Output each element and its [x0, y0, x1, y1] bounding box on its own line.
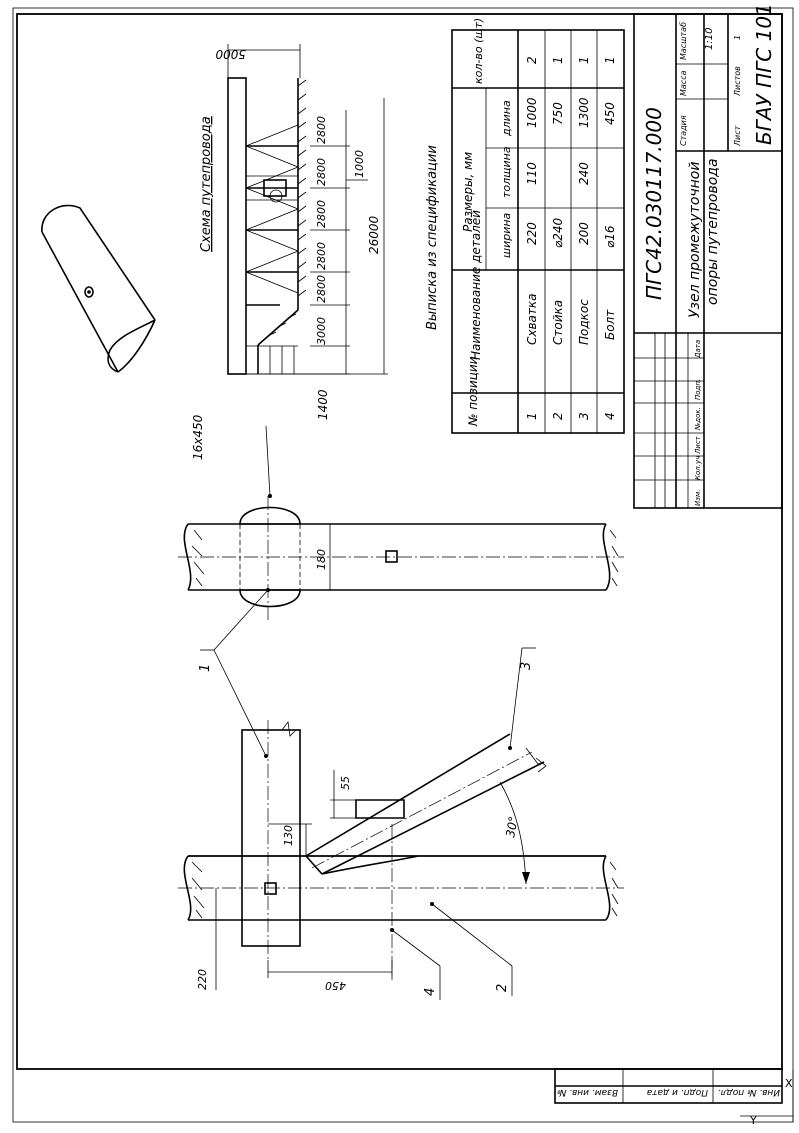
stage-label: Стадия	[679, 115, 688, 146]
callout-3: 3	[519, 662, 534, 670]
title-line-2: опоры путепровода	[705, 158, 721, 305]
spec-h-name: Наименование деталей	[469, 210, 483, 360]
spec-r4-name: Болт	[603, 309, 617, 340]
scheme-title: Схема путепровода	[199, 116, 214, 252]
spec-r3-name: Подкос	[577, 299, 591, 345]
dim-450: 450	[325, 979, 346, 992]
dim-1400: 1400	[316, 389, 330, 420]
sheet-label: Лист	[733, 125, 742, 147]
clamp-plan-view: 180 16x450	[178, 414, 624, 620]
inner-frame	[16, 13, 783, 1070]
corner-x: X	[785, 1077, 793, 1090]
spec-r2-qty: 1	[551, 56, 565, 64]
spec-title: Выписка из спецификации	[425, 145, 440, 330]
spec-h-pos: № позиции	[466, 356, 480, 427]
spec-r1-pos: 1	[525, 412, 539, 420]
spec-r3-pos: 3	[577, 412, 591, 420]
spec-r2-pos: 2	[551, 412, 565, 420]
stamp-h-5: Дата	[694, 340, 702, 359]
dim-2800-a: 2800	[315, 275, 328, 303]
dim-55: 55	[339, 776, 352, 790]
callout-2: 2	[495, 984, 510, 992]
spec-r3-thk: 240	[577, 162, 591, 185]
dim-130: 130	[282, 825, 295, 846]
dim-2800-e: 2800	[315, 116, 328, 144]
dim-3000: 3000	[315, 317, 328, 345]
dim-1000: 1000	[353, 150, 366, 178]
node-side-view: 55 130 220 450 30°	[178, 720, 624, 992]
spec-r4-len: 450	[603, 102, 617, 125]
spec-r3-width: 200	[577, 222, 591, 245]
spec-h-sizes: Размеры, мм	[461, 152, 475, 232]
spec-r4-qty: 1	[603, 56, 617, 64]
bolt-label: 16x450	[191, 414, 205, 460]
spec-table: № позиции Наименование деталей Размеры, …	[451, 18, 625, 434]
stamp-grid	[634, 333, 704, 508]
spec-r4-width: ⌀16	[603, 225, 617, 248]
stamp-inv: Инв. № подл.	[718, 1087, 780, 1097]
callout-1: 1	[198, 664, 213, 672]
scale-value: 1:10	[704, 28, 715, 50]
dim-2800-c: 2800	[315, 200, 328, 228]
half-log-sketch	[41, 204, 156, 373]
stamp-h-1: Кол.уч	[694, 456, 702, 480]
spec-r2-len: 750	[551, 102, 565, 125]
spec-r1-name: Схватка	[525, 294, 539, 346]
dim-2800-d: 2800	[315, 158, 328, 186]
title-block: ПГС42.030117.000 Узел промежуточной опор…	[633, 3, 783, 509]
callouts: 1 3 2 4	[198, 589, 536, 1000]
spec-r1-width: 220	[525, 222, 539, 245]
dim-220: 220	[196, 969, 209, 990]
callout-4: 4	[423, 988, 438, 996]
overpass-scheme: Схема путепровода	[199, 44, 388, 420]
stamp-h-3: №док.	[694, 407, 702, 431]
scale-label: Масштаб	[679, 22, 688, 60]
sheets-label: Листов	[733, 66, 742, 97]
dim-2800-b: 2800	[315, 242, 328, 270]
bottom-stamp: Инв. № подл. Подп. и дата Взам. инв. №	[554, 1068, 783, 1104]
spec-h-length: длина	[500, 100, 513, 137]
spec-h-qty: кол-во (шт)	[472, 18, 485, 84]
outer-frame	[12, 7, 794, 1123]
stamp-h-2: Лист	[694, 435, 702, 455]
spec-r4-pos: 4	[603, 412, 617, 420]
spec-r1-thk: 110	[525, 162, 539, 185]
spec-r1-qty: 2	[525, 56, 539, 64]
spec-h-width: ширина	[500, 212, 513, 258]
org-name: БГАУ ПГС 101	[752, 3, 776, 145]
stamp-repl: Взам. инв. №	[557, 1087, 618, 1097]
corner-marks: X Y	[740, 1070, 794, 1127]
spec-r3-qty: 1	[577, 56, 591, 64]
sheets-value: 1	[733, 35, 742, 40]
stamp-h-0: Изм.	[694, 490, 702, 506]
scheme-supports	[245, 124, 299, 375]
angle-30: 30°	[503, 815, 520, 838]
spec-h-thickness: толщина	[500, 146, 513, 198]
stamp-h-4: Подп.	[694, 379, 702, 400]
dim-5000: 5000	[215, 47, 246, 61]
ground-hatch	[267, 79, 307, 337]
title-line-1: Узел промежуточной	[687, 162, 703, 318]
spec-r3-len: 1300	[577, 97, 591, 128]
corner-y: Y	[749, 1114, 757, 1127]
spec-r1-len: 1000	[525, 97, 539, 128]
dim-26000: 26000	[367, 215, 381, 254]
doc-code: ПГС42.030117.000	[642, 107, 666, 300]
spec-r2-name: Стойка	[551, 300, 565, 345]
spec-r2-width: ⌀240	[551, 218, 565, 248]
dim-180: 180	[315, 549, 328, 570]
stamp-sign: Подп. и дата	[647, 1087, 708, 1097]
mass-label: Масса	[679, 70, 688, 96]
